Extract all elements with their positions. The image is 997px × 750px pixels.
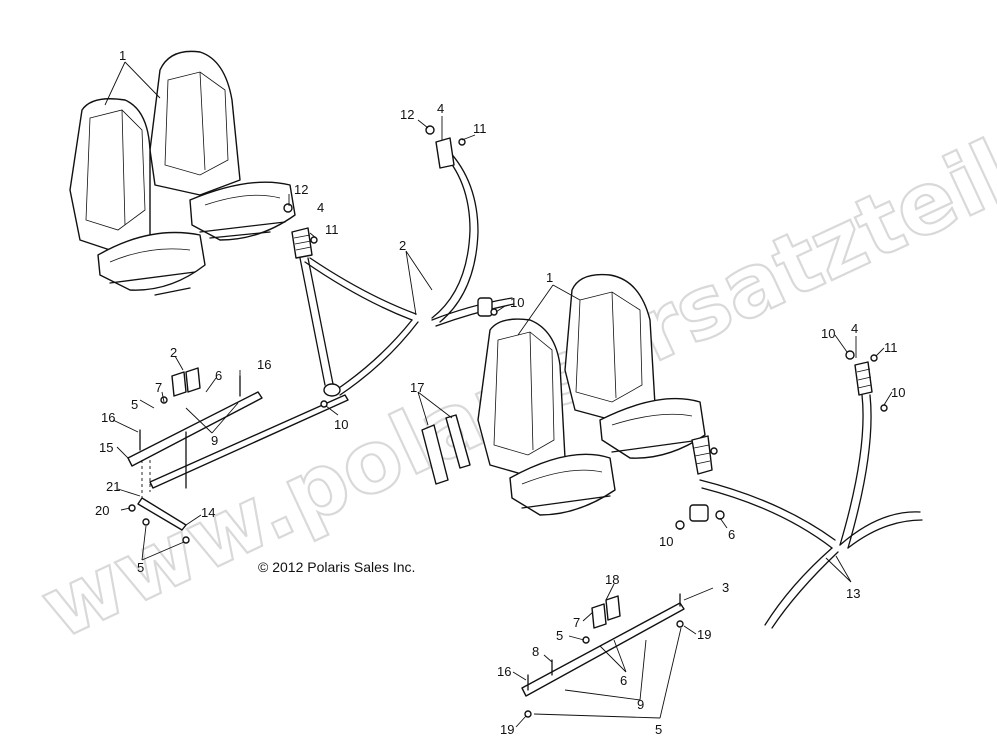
- callout-21: 21: [106, 479, 120, 494]
- callout-19: 19: [697, 627, 711, 642]
- callout-1: 1: [546, 270, 553, 285]
- callout-6: 6: [215, 368, 222, 383]
- callout-4: 4: [437, 101, 444, 116]
- callout-16: 16: [257, 357, 271, 372]
- callout-11: 11: [884, 340, 898, 355]
- callout-7: 7: [573, 615, 580, 630]
- seat-belt-assembly-right: [689, 361, 923, 629]
- callout-15: 15: [99, 440, 113, 455]
- callout-2: 2: [170, 345, 177, 360]
- callout-18: 18: [605, 572, 619, 587]
- seat-back-left: [69, 50, 296, 296]
- callout-10: 10: [821, 326, 835, 341]
- callout-6: 6: [620, 673, 627, 688]
- seat-pads: [421, 414, 471, 485]
- callout-4: 4: [851, 321, 858, 336]
- callout-19: 19: [500, 722, 514, 737]
- callout-16: 16: [101, 410, 115, 425]
- seat-bracket-assembly-left: [127, 367, 349, 531]
- callout-17: 17: [410, 380, 424, 395]
- callout-9: 9: [211, 433, 218, 448]
- callout-14: 14: [201, 505, 215, 520]
- callout-11: 11: [325, 222, 339, 237]
- leader-lines: [104, 61, 893, 728]
- seat-belt-assembly-left: [291, 137, 515, 397]
- callout-8: 8: [532, 644, 539, 659]
- callout-11: 11: [473, 121, 487, 136]
- callout-7: 7: [155, 380, 162, 395]
- callout-16: 16: [497, 664, 511, 679]
- copyright-notice: © 2012 Polaris Sales Inc.: [258, 559, 415, 575]
- callout-5: 5: [131, 397, 138, 412]
- callout-20: 20: [95, 503, 109, 518]
- callout-10: 10: [891, 385, 905, 400]
- callout-12: 12: [400, 107, 414, 122]
- callout-4: 4: [317, 200, 324, 215]
- callout-10: 10: [510, 295, 524, 310]
- callout-6: 6: [728, 527, 735, 542]
- callout-3: 3: [722, 580, 729, 595]
- callout-13: 13: [846, 586, 860, 601]
- seat-bracket-assembly-right: [521, 593, 685, 718]
- hardware-bolts: [128, 125, 888, 644]
- callout-2: 2: [399, 238, 406, 253]
- callout-5: 5: [137, 560, 144, 575]
- callout-12: 12: [294, 182, 308, 197]
- seat-right: [477, 273, 706, 516]
- callout-9: 9: [637, 697, 644, 712]
- callout-10: 10: [659, 534, 673, 549]
- callout-10: 10: [334, 417, 348, 432]
- callout-5: 5: [556, 628, 563, 643]
- callout-labels: 1 1 2 2 3 4 4 4 5 5 5 5 6 6 6 7 7 8 9 9 …: [95, 48, 905, 737]
- callout-1: 1: [119, 48, 126, 63]
- callout-5: 5: [655, 722, 662, 737]
